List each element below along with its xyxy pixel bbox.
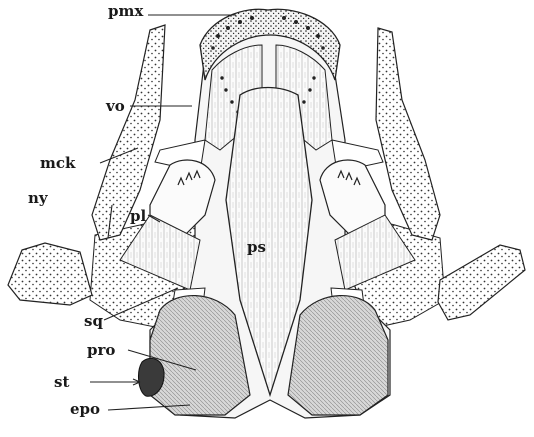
label-vo: vo [106,99,125,114]
label-sq: sq [84,314,103,329]
label-ps: ps [247,240,266,255]
label-mck: mck [40,156,75,171]
label-pl: pl [130,209,146,224]
ny-element-right [438,245,525,320]
label-ny: ny [28,191,48,206]
label-pro: pro [87,343,115,358]
label-st: st [54,375,69,390]
label-pmx: pmx [108,4,143,19]
label-epo: epo [70,402,100,417]
otic-capsule-right [288,296,388,415]
ny-element-left [8,243,92,305]
